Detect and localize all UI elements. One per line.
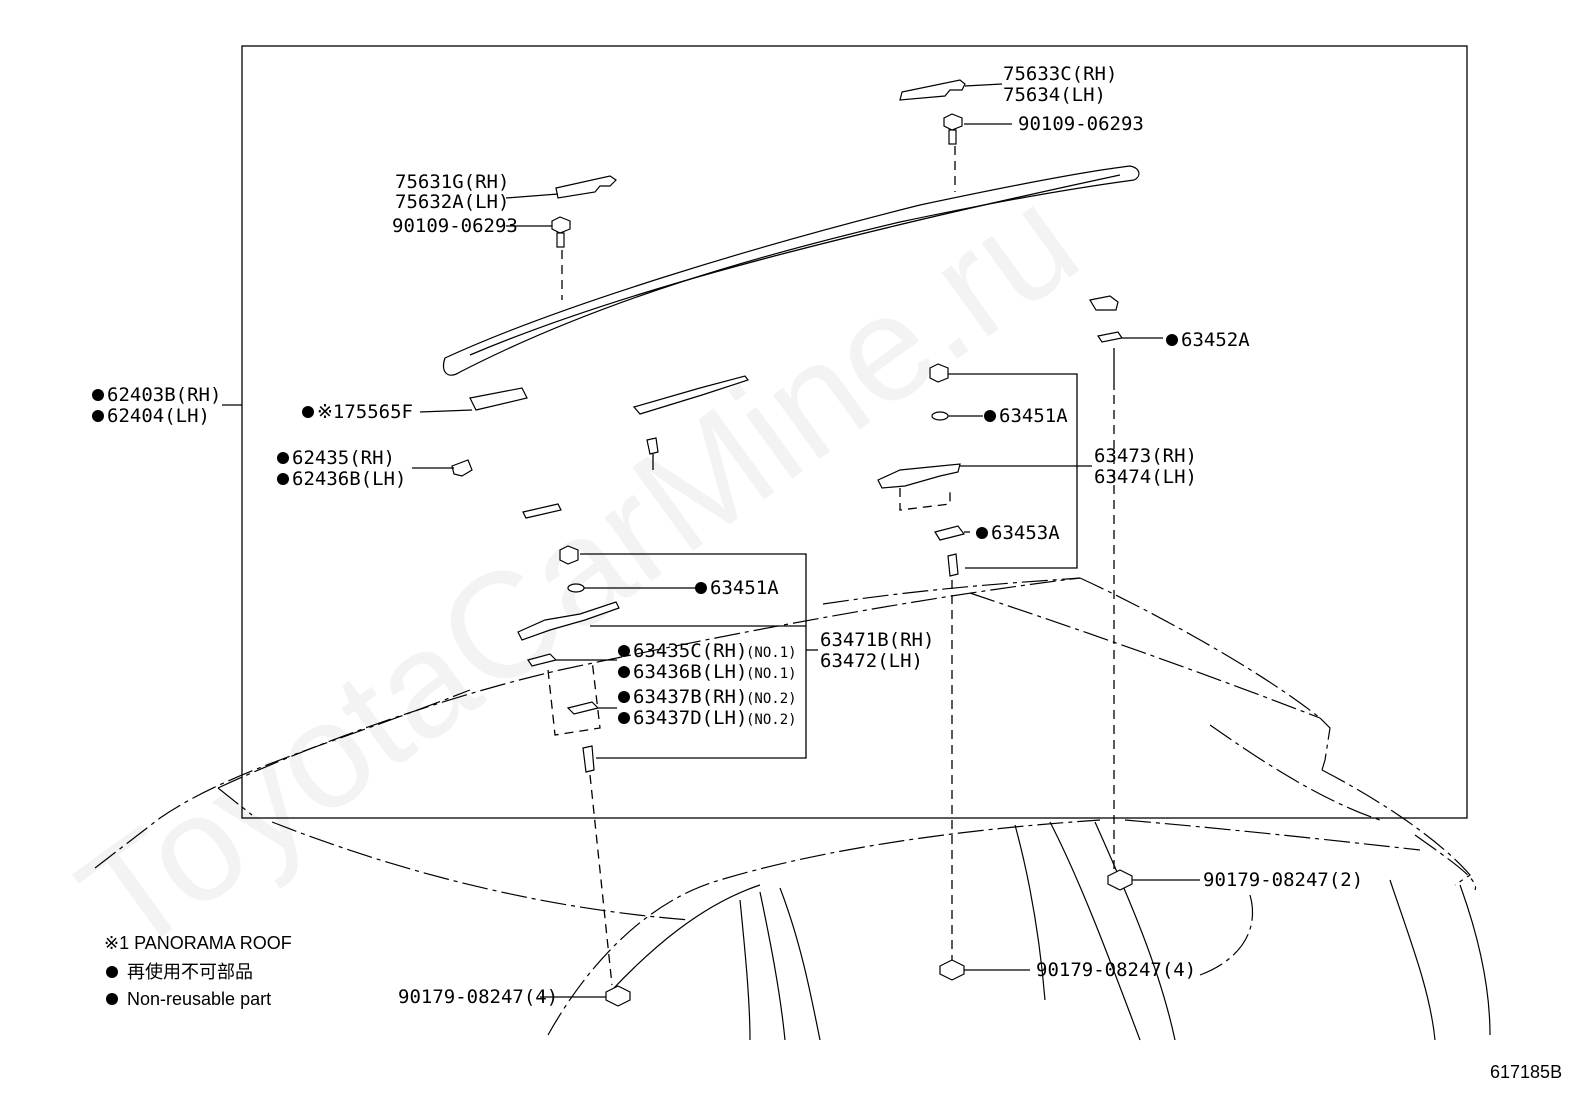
center-bracket [632, 375, 749, 415]
part-label: 90109-06293 [1018, 113, 1144, 135]
legend-item-jp: 再使用不可部品 [127, 962, 253, 982]
part-label: 63453A [991, 522, 1060, 544]
bolt-icon [551, 216, 571, 248]
nut-icon [1107, 869, 1133, 891]
legend-note: ※1 PANORAMA ROOF [104, 933, 292, 953]
stud-icon [947, 553, 959, 577]
legend: ※1 PANORAMA ROOF 再使用不可部品 Non-reusable pa… [104, 933, 292, 1009]
part-label: 63437B(RH) [633, 686, 747, 708]
washer-icon [567, 583, 585, 593]
part-label: 63451A [710, 577, 779, 599]
leader-lines [222, 83, 1200, 998]
part-label: 63472(LH) [820, 650, 923, 672]
nut-icon [939, 959, 965, 981]
part-label: 62436B(LH) [292, 468, 406, 490]
part-label: 63437D(LH) [633, 707, 747, 729]
part-label: 63471B(RH) [820, 629, 934, 651]
front-bracket [517, 601, 620, 641]
part-label: 63435C(RH) [633, 640, 747, 662]
part-label: ※175565F [317, 401, 413, 423]
part-label: 63473(RH) [1094, 445, 1197, 467]
part-label: (NO.2) [746, 712, 797, 728]
part-label: 75634(LH) [1003, 84, 1106, 106]
gasket-63452a [1097, 331, 1123, 343]
part-label: 63474(LH) [1094, 466, 1197, 488]
rail-end-cover-front [555, 175, 617, 199]
stud-icon [582, 745, 595, 773]
part-label: 90179-08247(2) [1203, 869, 1363, 891]
part-label: 75631G(RH) [395, 171, 509, 193]
roof-rail [442, 165, 1140, 376]
washer-icon [931, 411, 949, 421]
bolt-icon [943, 113, 963, 145]
rail-cover-piece [451, 459, 473, 477]
part-label: 62435(RH) [292, 447, 395, 469]
rail-end-cover-rear [899, 79, 966, 101]
rear-bracket-clip [1089, 295, 1119, 311]
part-label: 63452A [1181, 329, 1250, 351]
nut-icon [929, 363, 949, 383]
part-label: 63436B(LH) [633, 661, 747, 683]
part-label: 63451A [999, 405, 1068, 427]
part-label: 90109-06293 [392, 215, 518, 237]
gasket-63453a [934, 525, 966, 541]
part-labels: 75633C(RH) 75634(LH) 90109-06293 75631G(… [107, 63, 1363, 1008]
nut-icon [605, 985, 631, 1007]
diagram-code: 617185B [1490, 1062, 1562, 1082]
gasket-63437b [566, 701, 600, 715]
rear-bracket [877, 463, 961, 489]
assembly-frame [241, 45, 1468, 819]
part-label: 62403B(RH) [107, 384, 221, 406]
part-label: (NO.1) [746, 666, 797, 682]
part-label: 90179-08247(4) [1036, 959, 1196, 981]
part-label: 90179-08247(4) [398, 986, 558, 1008]
part-label: 75632A(LH) [395, 191, 509, 213]
non-reusable-marker-icon [92, 334, 1178, 1005]
clip-piece [522, 503, 562, 519]
part-label: (NO.2) [746, 691, 797, 707]
part-label: (NO.1) [746, 645, 797, 661]
watermark: ToyotaCarMine.ru [50, 154, 1106, 986]
part-label: 75633C(RH) [1003, 63, 1117, 85]
legend-item-en: Non-reusable part [127, 989, 271, 1009]
stud-icon [646, 437, 659, 470]
panorama-roof-seal [469, 387, 528, 411]
car-body-outline [94, 577, 1491, 1041]
part-label: 62404(LH) [107, 405, 210, 427]
nut-icon [559, 545, 579, 565]
